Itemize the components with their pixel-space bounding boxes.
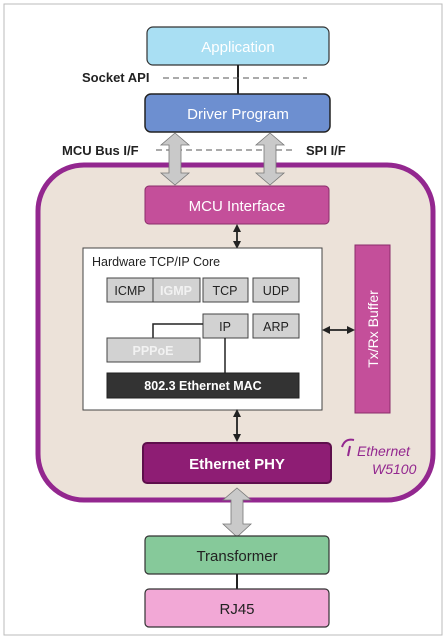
brand-ethernet-text: Ethernet <box>357 443 411 459</box>
pppoe-box <box>106 337 201 363</box>
driver-program-label: Driver Program <box>187 106 289 123</box>
application-label: Application <box>201 39 274 56</box>
wiznet-logo-icon <box>341 438 355 457</box>
igmp-label: IGMP <box>160 284 192 298</box>
mcu-bus-double-arrow <box>159 132 191 186</box>
ethernet-phy-box <box>142 442 332 484</box>
ethernet-mac-label: 802.3 Ethernet MAC <box>144 379 261 393</box>
udp-box <box>252 277 300 303</box>
ethernet-phy-label: Ethernet PHY <box>189 456 285 473</box>
ip-label: IP <box>219 320 231 334</box>
arp-box <box>252 313 300 339</box>
udp-label: UDP <box>263 284 289 298</box>
txrx-buffer-box <box>354 244 391 414</box>
tcp-label: TCP <box>213 284 238 298</box>
txrx-buffer-label: Tx/Rx Buffer <box>365 290 381 368</box>
pppoe-ip-connector <box>152 323 203 338</box>
igmp-box <box>152 277 201 303</box>
tcpip-core-title: Hardware TCP/IP Core <box>92 255 220 269</box>
brand-w5100-text: W5100 <box>372 461 417 477</box>
spi-double-arrow <box>254 132 286 186</box>
spi-label: SPI I/F <box>306 143 346 158</box>
pppoe-label: PPPoE <box>133 344 174 358</box>
driver-program-box <box>144 93 331 133</box>
mcu-bus-label: MCU Bus I/F <box>62 143 139 158</box>
socket-api-label: Socket API <box>82 70 149 85</box>
rj45-box <box>144 588 330 628</box>
rj45-label: RJ45 <box>219 601 254 618</box>
mcu-interface-label: MCU Interface <box>189 198 286 215</box>
tcp-box <box>202 277 249 303</box>
transformer-label: Transformer <box>196 548 277 565</box>
ip-box <box>202 313 249 339</box>
icmp-label: ICMP <box>114 284 145 298</box>
arp-label: ARP <box>263 320 289 334</box>
ethernet-mac-box <box>106 372 300 399</box>
